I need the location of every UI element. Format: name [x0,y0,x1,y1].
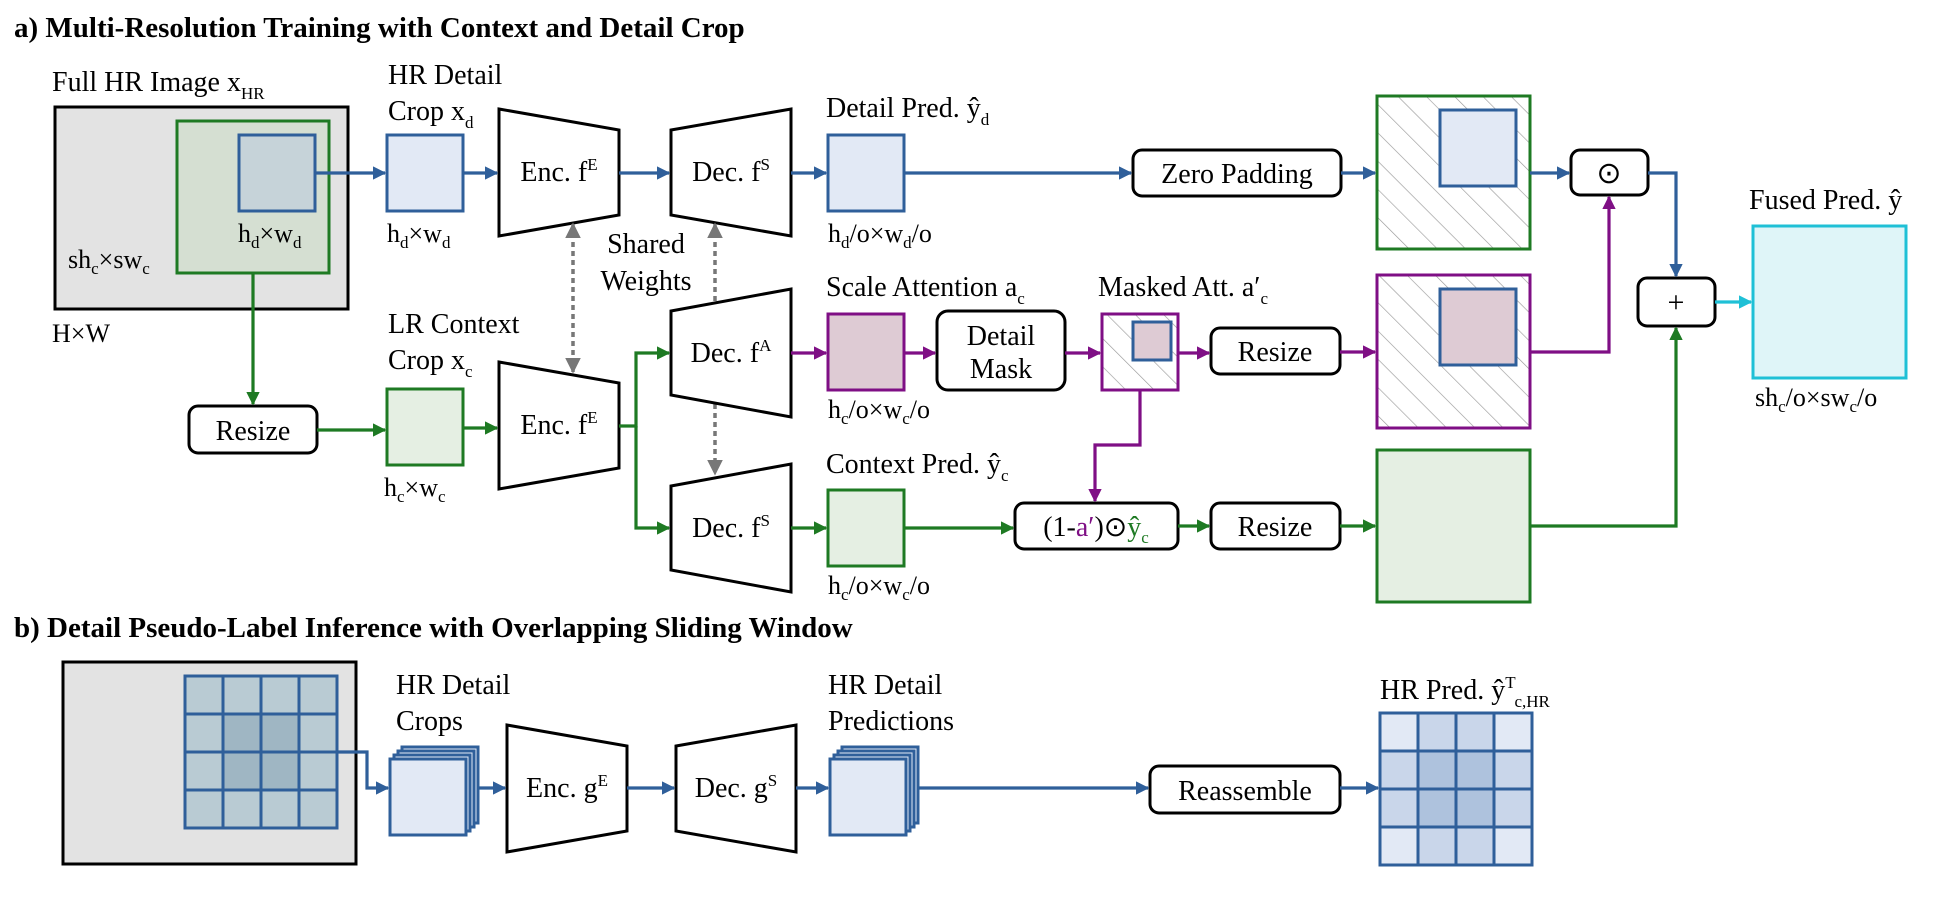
shared-weights-label-1: Shared [607,229,685,260]
decoder-top-label: Dec. fS [692,155,770,188]
resize-mid-label: Resize [1238,337,1313,368]
encoder-bottom [497,360,621,491]
arrow-enc-to-dec-att [619,346,671,428]
detail-crop-dim: hd×wd [238,219,302,252]
arrow-enc-to-dec-ctx [634,426,671,535]
hr-detail-crops-label-1: HR Detail [396,670,511,701]
context-pred-dim: hc/o×wc/o [828,571,930,604]
lr-context-crop-label-1: LR Context [388,309,520,340]
hr-detail-crop-dim: hd×wd [387,219,451,252]
detail-crop-region [237,133,317,213]
decoder-context-label: Dec. fS [692,511,770,544]
encoder-g [505,723,629,854]
scale-attention-dim: hc/o×wc/o [828,395,930,428]
plus-label: + [1668,286,1685,319]
decoder-top [669,107,793,238]
shared-weights-label-2: Weights [600,266,691,297]
detail-pred-dim: hd/o×wd/o [828,219,932,252]
decoder-attention-label: Dec. fA [691,336,772,369]
hr-detail-predictions-stack [828,745,920,837]
resized-masked-att-inner [1438,287,1518,367]
hr-detail-predictions-label-2: Predictions [828,706,954,737]
detail-mask-label-2: Mask [970,354,1032,385]
masked-att-label: Masked Att. a′c [1098,272,1268,308]
resized-context [1375,448,1532,604]
section-a-title: a) Multi-Resolution Training with Contex… [14,12,745,44]
hr-pred-label: HR Pred. ŷTc,HR [1380,673,1551,711]
hr-pred-grid [1378,711,1534,867]
fused-pred-dim: shc/o×swc/o [1755,383,1877,416]
arrow-masked-to-inverse [1088,390,1142,503]
detail-mask-box [935,309,1067,392]
hr-detail-crop-label-1: HR Detail [388,60,503,91]
encoder-top-label: Enc. fE [520,155,597,188]
encoder-g-label: Enc. gE [526,771,608,804]
encoder-bottom-label: Enc. fE [520,408,597,441]
hr-detail-crops-stack [388,745,480,837]
hr-detail-crop-label-2: Crop xd [388,96,474,132]
padded-detail-inner [1438,108,1518,188]
lr-context-crop-dim: hc×wc [384,473,446,506]
resize-bottom-label: Resize [1238,512,1313,543]
detail-pred-label: Detail Pred. ŷd [826,93,990,129]
full-hr-image-label: Full HR Image xHR [52,67,265,103]
fused-pred-label: Fused Pred. ŷ [1749,185,1902,216]
decoder-context [669,462,793,594]
hr-detail-crops-label-2: Crops [396,706,463,737]
sliding-window-grid [183,674,339,830]
inverse-mask-label: (1-a′)⊙ŷc [1043,512,1149,547]
arrow-att-to-odot [1530,195,1616,354]
decoder-g-label: Dec. gS [695,771,778,804]
arrow-odot-to-plus [1648,171,1683,278]
odot-label: ⊙ [1596,157,1621,190]
lr-context-crop [385,387,465,467]
lr-context-crop-label-2: Crop xc [388,345,473,381]
hr-detail-predictions-label-1: HR Detail [828,670,943,701]
context-crop-dim: shc×swc [68,245,150,278]
context-pred-label: Context Pred. ŷc [826,449,1009,485]
scale-attention-label: Scale Attention ac [826,272,1025,308]
detail-mask-label-1: Detail [967,321,1036,352]
arrow-grid-to-crops [337,750,390,795]
zero-padding-label: Zero Padding [1161,159,1313,190]
arrow-ctx-to-plus [1530,326,1683,528]
decoder-attention [669,287,793,419]
section-b-title: b) Detail Pseudo-Label Inference with Ov… [14,612,853,644]
encoder-top [497,107,621,238]
scale-attention [826,312,906,392]
context-pred [826,488,906,568]
resize-left-label: Resize [216,416,291,447]
decoder-g [674,723,798,854]
masked-att-inner [1131,320,1173,362]
detail-pred [826,133,906,213]
full-image-dim: H×W [52,319,110,348]
fused-pred [1751,224,1908,380]
hr-detail-crop [385,133,465,213]
reassemble-label: Reassemble [1178,776,1312,807]
